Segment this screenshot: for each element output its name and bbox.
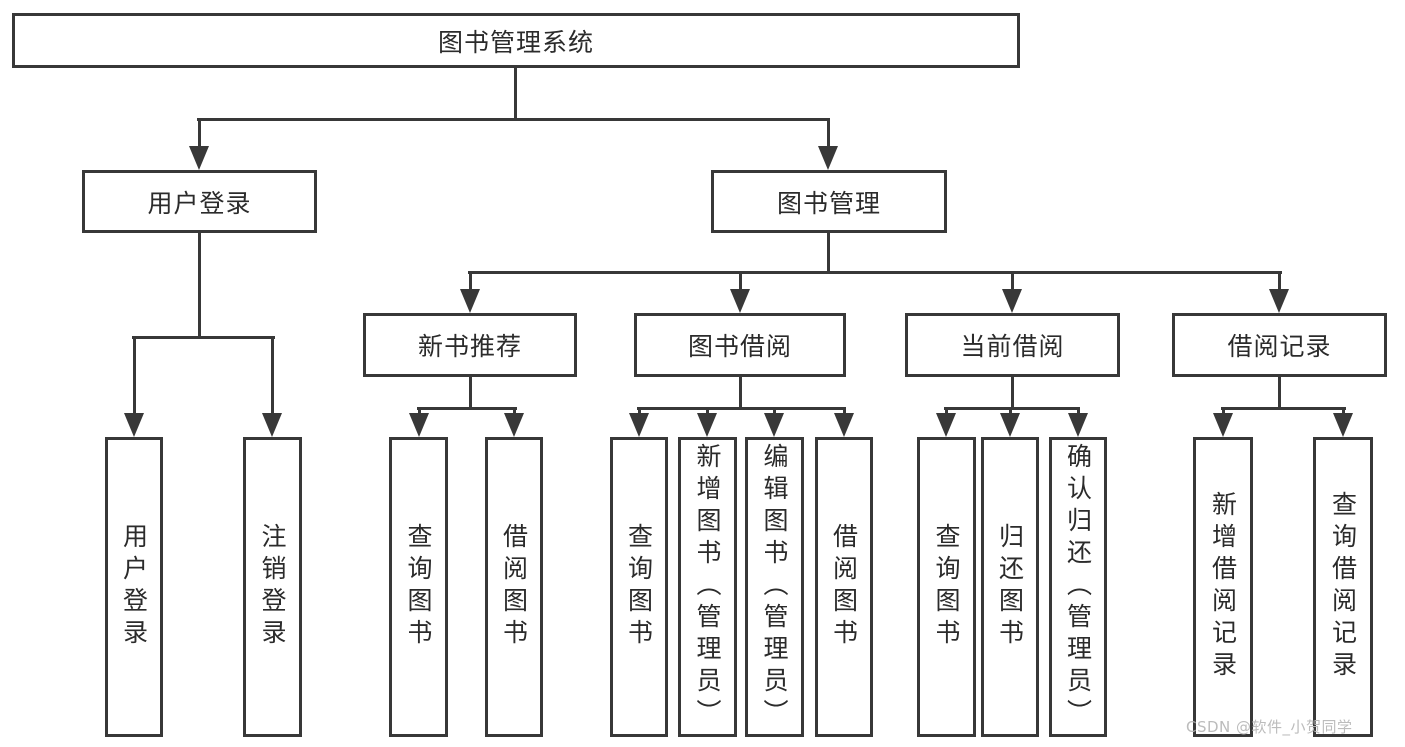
watermark: CSDN @软件_小贺同学 bbox=[1186, 718, 1353, 736]
node-book-management: 图书管理 bbox=[711, 170, 947, 233]
node-cb-query-books-label: 查询图书 bbox=[932, 523, 961, 651]
node-user-login: 用户登录 bbox=[82, 170, 317, 233]
node-user-login-leaf-label: 用户登录 bbox=[119, 523, 149, 651]
node-new-book-recommend-label: 新书推荐 bbox=[417, 332, 522, 361]
arrowhead-down-icon bbox=[504, 413, 524, 437]
connector-line bbox=[739, 271, 742, 291]
node-user-login-leaf: 用户登录 bbox=[105, 437, 163, 737]
connector-line bbox=[1221, 407, 1346, 410]
arrowhead-down-icon bbox=[1213, 413, 1233, 437]
connector-line bbox=[637, 407, 846, 410]
node-root: 图书管理系统 bbox=[12, 13, 1020, 68]
arrowhead-down-icon bbox=[1000, 413, 1020, 437]
arrowhead-down-icon bbox=[936, 413, 956, 437]
node-root-label: 图书管理系统 bbox=[437, 27, 594, 57]
arrowhead-down-icon bbox=[1068, 413, 1088, 437]
arrowhead-down-icon bbox=[818, 146, 838, 170]
node-cb-confirm-return-label: 确认归还（管理员） bbox=[1063, 443, 1093, 731]
connector-line bbox=[417, 407, 517, 410]
node-logout: 注销登录 bbox=[243, 437, 302, 737]
node-user-login-label: 用户登录 bbox=[147, 188, 252, 218]
connector-line bbox=[198, 233, 201, 339]
node-new-book-recommend: 新书推荐 bbox=[363, 313, 577, 377]
node-bb-edit-books: 编辑图书（管理员） bbox=[745, 437, 804, 737]
node-cb-query-books: 查询图书 bbox=[917, 437, 976, 737]
node-current-borrow: 当前借阅 bbox=[905, 313, 1120, 377]
connector-line bbox=[1278, 271, 1281, 291]
connector-line bbox=[1278, 377, 1281, 410]
node-cb-return-books-label: 归还图书 bbox=[995, 523, 1025, 651]
node-cb-return-books: 归还图书 bbox=[981, 437, 1039, 737]
node-bb-query-books-label: 查询图书 bbox=[624, 523, 654, 651]
node-current-borrow-label: 当前借阅 bbox=[960, 332, 1065, 361]
connector-line bbox=[1342, 407, 1345, 417]
node-borrow-records-label: 借阅记录 bbox=[1227, 332, 1332, 361]
node-book-borrow: 图书借阅 bbox=[634, 313, 846, 377]
connector-line bbox=[1011, 377, 1014, 410]
connector-line bbox=[418, 407, 421, 417]
connector-line bbox=[469, 377, 472, 410]
connector-line bbox=[513, 407, 516, 417]
arrowhead-down-icon bbox=[262, 413, 282, 437]
connector-line bbox=[469, 271, 472, 291]
node-bb-borrow-books-label: 借阅图书 bbox=[829, 523, 859, 651]
arrowhead-down-icon bbox=[460, 289, 480, 313]
connector-line bbox=[843, 407, 846, 417]
node-bb-edit-books-label: 编辑图书（管理员） bbox=[760, 443, 789, 731]
node-br-query-record-label: 查询借阅记录 bbox=[1328, 491, 1358, 683]
connector-line bbox=[271, 336, 274, 415]
arrowhead-down-icon bbox=[1333, 413, 1353, 437]
connector-line bbox=[1011, 271, 1014, 291]
connector-line bbox=[1077, 407, 1080, 417]
node-bb-add-books: 新增图书（管理员） bbox=[678, 437, 737, 737]
connector-line bbox=[197, 118, 830, 121]
connector-line bbox=[827, 233, 830, 274]
node-rec-borrow-books-label: 借阅图书 bbox=[499, 523, 529, 651]
arrowhead-down-icon bbox=[1269, 289, 1289, 313]
node-rec-query-books-label: 查询图书 bbox=[404, 523, 433, 651]
node-logout-label: 注销登录 bbox=[258, 523, 287, 651]
arrowhead-down-icon bbox=[834, 413, 854, 437]
node-bb-add-books-label: 新增图书（管理员） bbox=[693, 443, 722, 731]
connector-line bbox=[514, 68, 517, 120]
connector-line bbox=[133, 336, 136, 415]
arrowhead-down-icon bbox=[409, 413, 429, 437]
node-bb-query-books: 查询图书 bbox=[610, 437, 668, 737]
connector-line bbox=[1009, 407, 1012, 417]
node-book-borrow-label: 图书借阅 bbox=[687, 332, 792, 361]
node-br-query-record: 查询借阅记录 bbox=[1313, 437, 1373, 737]
arrowhead-down-icon bbox=[764, 413, 784, 437]
node-cb-confirm-return: 确认归还（管理员） bbox=[1049, 437, 1107, 737]
arrowhead-down-icon bbox=[124, 413, 144, 437]
node-rec-query-books: 查询图书 bbox=[389, 437, 448, 737]
arrowhead-down-icon bbox=[189, 146, 209, 170]
connector-line bbox=[739, 377, 742, 410]
connector-line bbox=[198, 118, 201, 147]
arrowhead-down-icon bbox=[730, 289, 750, 313]
arrowhead-down-icon bbox=[1002, 289, 1022, 313]
connector-line bbox=[468, 271, 1282, 274]
connector-line bbox=[638, 407, 641, 417]
connector-line bbox=[827, 118, 830, 147]
connector-line bbox=[1222, 407, 1225, 417]
connector-line bbox=[773, 407, 776, 417]
node-borrow-records: 借阅记录 bbox=[1172, 313, 1387, 377]
connector-line bbox=[944, 407, 1080, 410]
node-br-add-record: 新增借阅记录 bbox=[1193, 437, 1253, 737]
node-br-add-record-label: 新增借阅记录 bbox=[1208, 491, 1238, 683]
node-book-management-label: 图书管理 bbox=[776, 188, 881, 218]
connector-line bbox=[706, 407, 709, 417]
connector-line bbox=[945, 407, 948, 417]
arrowhead-down-icon bbox=[697, 413, 717, 437]
connector-line bbox=[132, 336, 275, 339]
arrowhead-down-icon bbox=[629, 413, 649, 437]
node-bb-borrow-books: 借阅图书 bbox=[815, 437, 873, 737]
node-rec-borrow-books: 借阅图书 bbox=[485, 437, 543, 737]
